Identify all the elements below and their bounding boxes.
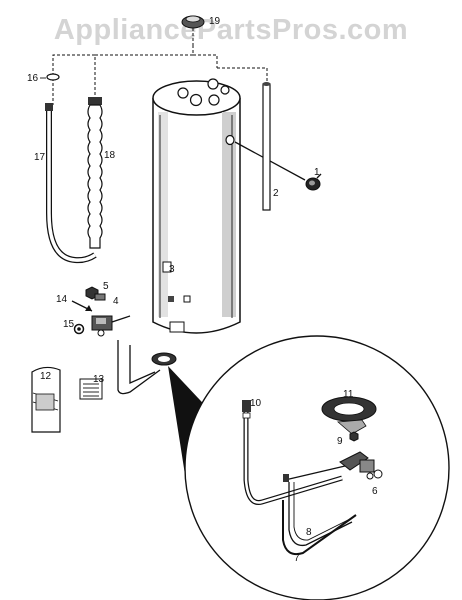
part-16-washer[interactable] [46,73,60,81]
callout-6: 6 [372,486,378,497]
part-14-gas-control-valve[interactable] [91,315,131,337]
callout-18: 18 [104,150,116,161]
callout-3: 3 [169,264,175,275]
callout-17: 17 [34,152,46,163]
part-15-washer[interactable] [73,323,85,335]
part-14-arrow [71,300,93,312]
part-8-pilot-tube[interactable] [288,482,353,547]
part-17-hose[interactable] [45,103,97,264]
callout-4: 4 [113,296,119,307]
callout-19: 19 [209,16,221,27]
part-6-pilot-assembly[interactable] [283,451,383,482]
part-1-relief-valve[interactable] [234,141,322,191]
part-18-corrugated-connector[interactable] [87,97,103,249]
callout-1: 1 [314,167,320,178]
part-10-manifold-tube[interactable] [242,400,343,506]
callout-5: 5 [103,281,109,292]
part-12-inner-door[interactable] [31,366,61,433]
callout-14: 14 [56,294,68,305]
callout-2: 2 [273,188,279,199]
callout-12: 12 [40,371,52,382]
callout-15: 15 [63,319,75,330]
callout-13: 13 [93,374,105,385]
part-4-fitting[interactable] [94,293,106,301]
water-heater-tank[interactable] [152,78,241,334]
burner-assembly-small[interactable] [117,340,177,395]
part-11-burner[interactable] [321,396,377,435]
callout-9: 9 [337,436,343,447]
callout-11: 11 [343,389,354,400]
callout-16: 16 [27,73,39,84]
detail-inset [184,335,450,600]
part-19-top-fitting[interactable] [181,15,205,45]
callout-10: 10 [250,398,262,409]
dashed-leader-lines [52,45,268,105]
part-7-thermocouple[interactable] [282,500,357,556]
part-9-orifice[interactable] [349,431,359,442]
part-13-outer-door[interactable] [79,378,103,400]
callout-8: 8 [306,527,312,538]
watermark-logo: AppliancePartsPros.com [53,14,409,46]
callout-7: 7 [294,553,300,564]
part-2-dip-tube[interactable] [262,82,271,211]
